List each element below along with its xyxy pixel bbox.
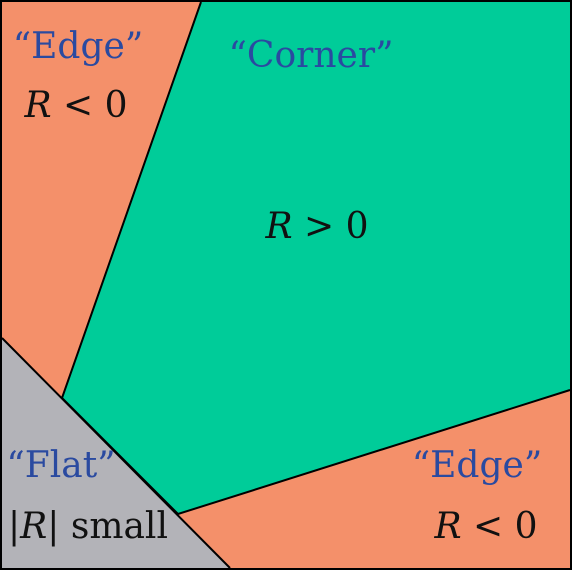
- flat-quote: “Flat”: [6, 445, 115, 486]
- corner-rel: > 0: [293, 206, 369, 247]
- corner-quote: “Corner”: [229, 35, 394, 76]
- flat-condition: |R| small: [8, 506, 168, 547]
- edge-top-left-rel: < 0: [52, 85, 128, 126]
- corner-condition: R > 0: [264, 206, 368, 247]
- flat-post: | small: [47, 506, 168, 547]
- edge-top-left-var: R: [23, 85, 51, 126]
- edge-bottom-right-condition: R < 0: [433, 506, 537, 547]
- corner-region: [62, 2, 570, 514]
- flat-pre: |: [8, 506, 20, 547]
- edge-top-left-quote: “Edge”: [13, 26, 143, 67]
- edge-bottom-right-rel: < 0: [462, 506, 538, 547]
- edge-top-left-condition: R < 0: [23, 85, 127, 126]
- flat-var: R: [19, 506, 47, 547]
- edge-bottom-right-quote: “Edge”: [412, 445, 542, 486]
- corner-var: R: [264, 206, 292, 247]
- flat-boundary: [1, 337, 231, 569]
- edge-bottom-right-var: R: [433, 506, 461, 547]
